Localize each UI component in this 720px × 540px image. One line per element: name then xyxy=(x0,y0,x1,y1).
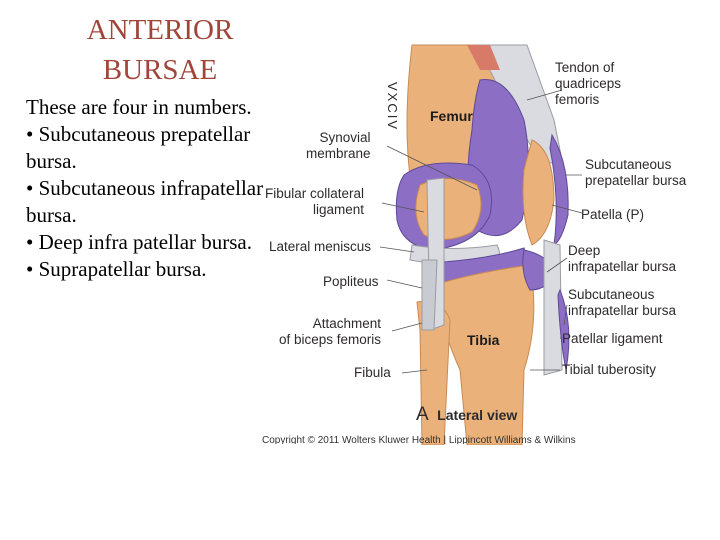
label-subcutaneous-infrapatellar-bursa: Subcutaneous infrapatellar bursa xyxy=(568,287,677,318)
subcutaneous-infrapatellar-bursa xyxy=(557,288,570,371)
leader-lines xyxy=(379,89,583,374)
prepatellar-bursa xyxy=(549,133,569,246)
label-tendon-quadriceps: Tendon of quadriceps femoris xyxy=(555,60,622,107)
vertical-mark: VXCIV xyxy=(385,82,400,132)
figure-caption: A Lateral view xyxy=(416,404,517,426)
slide-title: ANTERIOR BURSAE xyxy=(60,10,260,90)
list-item: • Subcutaneous prepatellar bursa. xyxy=(26,122,251,173)
knee-lateral-view-figure: VXCIV Femur Tibia Synovial membrane Fibu… xyxy=(262,40,720,445)
label-fibula: Fibula xyxy=(354,365,391,380)
title-line-1: ANTERIOR xyxy=(86,14,234,46)
label-tibial-tuberosity: Tibial tuberosity xyxy=(562,362,657,377)
label-patella: Patella (P) xyxy=(581,207,645,222)
caption-view: Lateral view xyxy=(437,407,518,423)
label-subcutaneous-prepatellar-bursa: Subcutaneous prepatellar bursa xyxy=(585,157,687,188)
label-attachment-biceps-femoris: Attachment of biceps femoris xyxy=(279,316,382,347)
knee-illustration xyxy=(379,44,583,445)
label-fibular-collateral-ligament: Fibular collateral ligament xyxy=(265,186,365,217)
label-femur: Femur xyxy=(430,108,473,124)
title-line-2: BURSAE xyxy=(102,54,218,86)
copyright-notice: Copyright © 2011 Wolters Kluwer Health |… xyxy=(262,435,576,444)
biceps-femoris-tendon xyxy=(421,259,438,331)
bursae-list: These are four in numbers. • Subcutaneou… xyxy=(26,94,266,283)
label-patellar-ligament: Patellar ligament xyxy=(562,331,663,346)
label-popliteus: Popliteus xyxy=(323,274,379,289)
femoral-condyle xyxy=(415,178,482,240)
list-item: • Deep infra patellar bursa. xyxy=(26,230,252,254)
quadriceps-muscle xyxy=(467,45,500,70)
intro-text: These are four in numbers. xyxy=(26,95,252,119)
label-synovial-membrane: Synovial membrane xyxy=(306,130,371,161)
caption-letter: A xyxy=(416,404,429,425)
list-item: • Subcutaneous infrapatellar bursa. xyxy=(26,176,264,227)
label-lateral-meniscus: Lateral meniscus xyxy=(269,239,372,254)
label-tibia: Tibia xyxy=(467,332,500,348)
label-deep-infrapatellar-bursa: Deep infrapatellar bursa xyxy=(568,243,677,274)
list-item: • Suprapatellar bursa. xyxy=(26,257,207,281)
patellar-ligament xyxy=(543,239,563,376)
patella xyxy=(522,139,555,246)
